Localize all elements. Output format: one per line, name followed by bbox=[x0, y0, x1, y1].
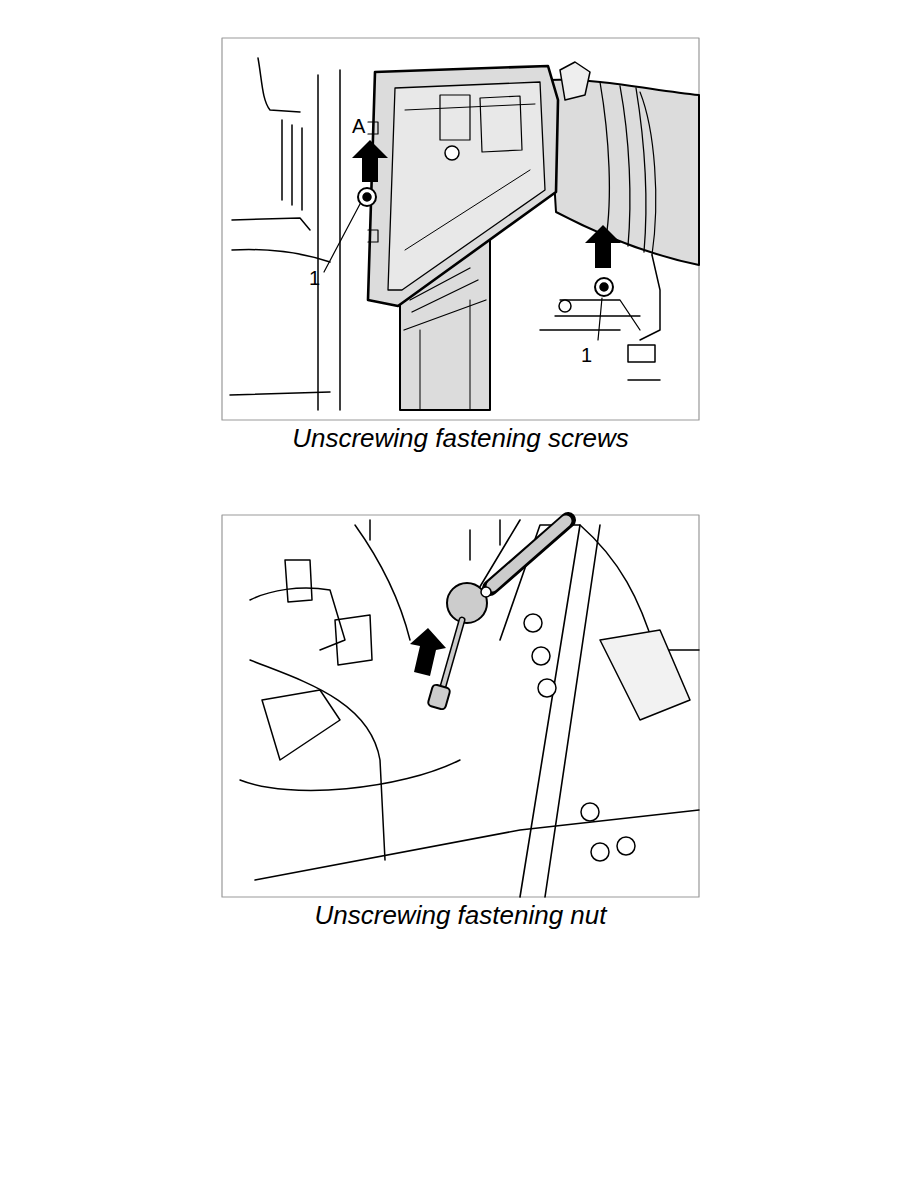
callout-number: 1 bbox=[309, 267, 320, 289]
figure-caption: Unscrewing fastening nut bbox=[222, 901, 699, 930]
figure-caption: Unscrewing fastening screws bbox=[222, 424, 699, 453]
part-letter: A bbox=[352, 115, 365, 137]
callout-number: 1 bbox=[581, 344, 592, 366]
